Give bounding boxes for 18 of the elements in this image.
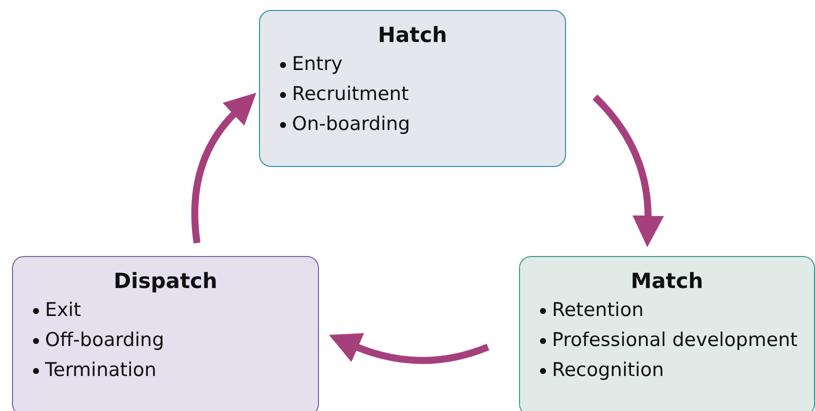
bullet-item: Termination — [45, 359, 156, 381]
bullet-item: Recruitment — [292, 83, 409, 105]
bullet-item: Off-boarding — [45, 329, 164, 351]
bullet-item: Entry — [292, 53, 343, 75]
stage-title: Hatch — [376, 23, 448, 47]
curved-arrow — [592, 94, 664, 248]
bullet-item: Professional development — [552, 329, 798, 351]
stage-title: Match — [630, 269, 704, 293]
bullet-item: Exit — [45, 299, 81, 321]
curved-arrow — [328, 332, 490, 364]
bullet-item: On-boarding — [292, 113, 410, 135]
stage-box — [12, 256, 319, 411]
stage-title: Dispatch — [112, 269, 218, 293]
bullet-item: Retention — [552, 299, 644, 321]
curved-arrow — [191, 92, 256, 244]
bullet-item: Recognition — [552, 359, 664, 381]
stage-box — [259, 10, 566, 167]
stage-box — [519, 256, 815, 411]
